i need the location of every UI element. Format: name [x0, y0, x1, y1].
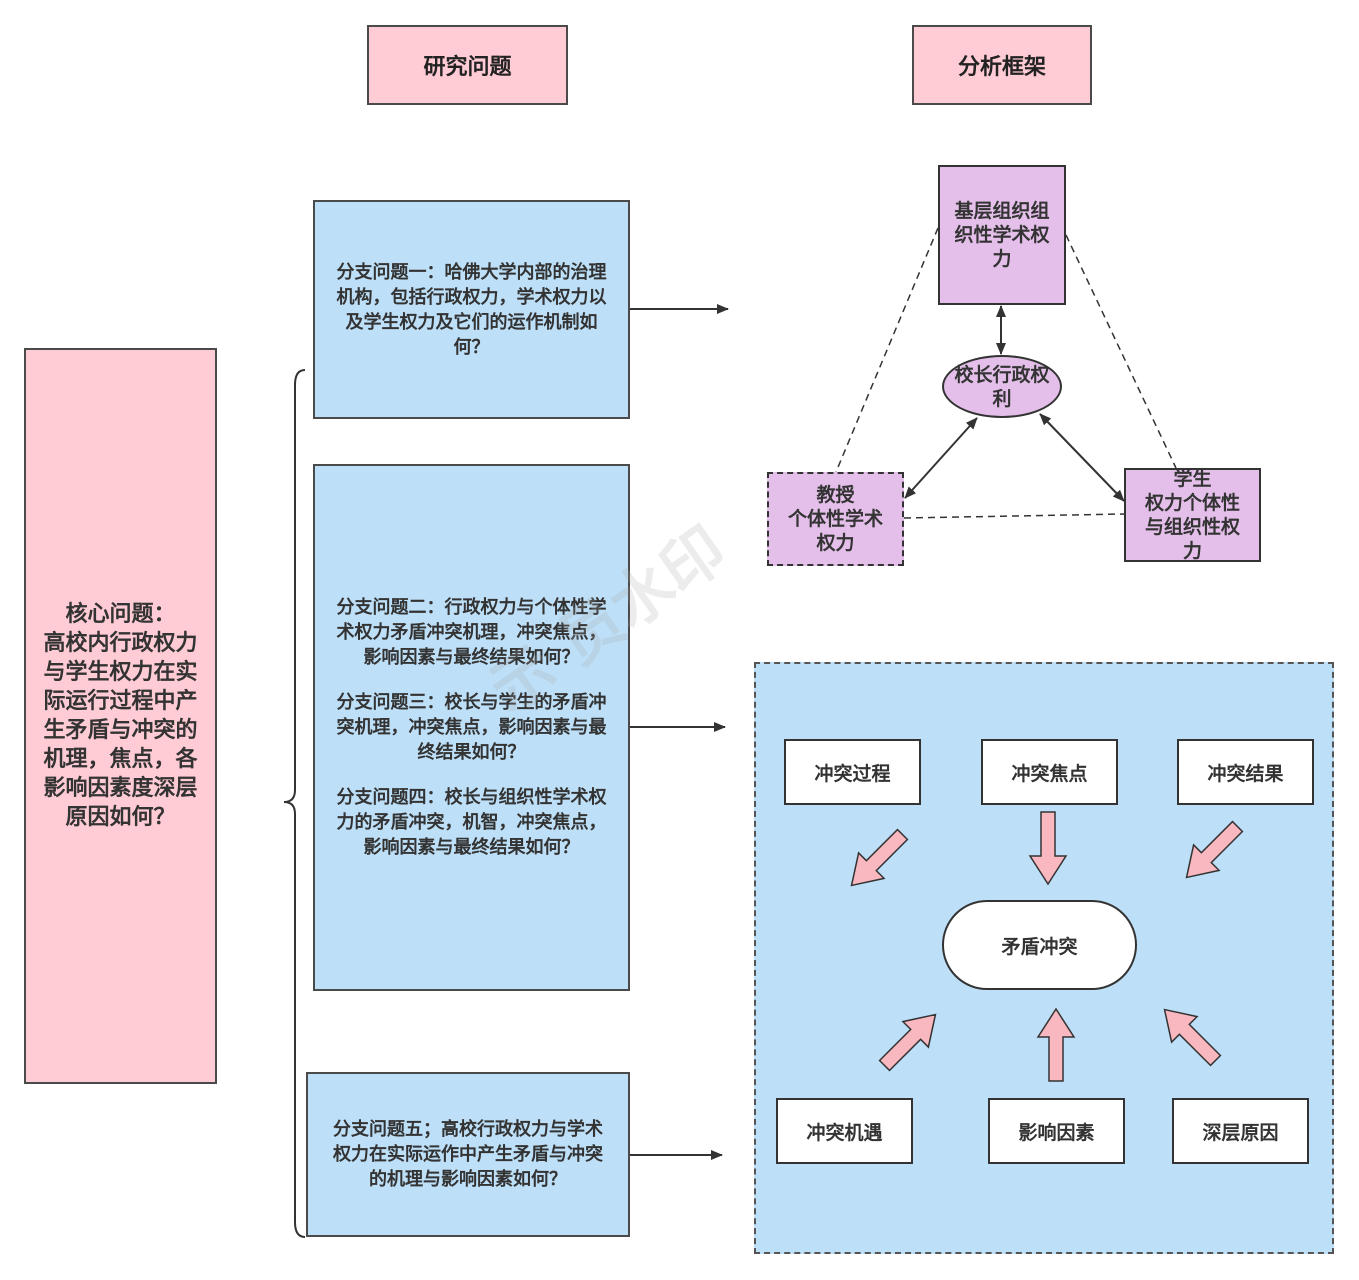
link-center-left — [904, 417, 978, 499]
dashed-top-left — [835, 227, 939, 473]
block-arrow-process-icon — [850, 828, 909, 887]
research-header: 研究问题 — [367, 25, 568, 105]
root-cause-node: 深层原因 — [1172, 1098, 1309, 1164]
branch-question-3: 分支问题三：校长与学生的矛盾冲 突机理，冲突焦点，影响因素与最 终结果如何？ — [336, 692, 607, 763]
contradiction-conflict-node: 矛盾冲突 — [942, 900, 1137, 990]
branch-question-2: 分支问题二：行政权力与个体性学 术权力矛盾冲突机理，冲突焦点， 影响因素与最终结… — [336, 597, 607, 668]
core-question-box: 核心问题： 高校内行政权力 与学生权力在实 际运行过程中产 生矛盾与冲突的 机理… — [24, 348, 217, 1084]
professor-academic-power-node: 教授 个体性学术 权力 — [767, 472, 904, 566]
block-arrow-focus-icon — [1028, 811, 1068, 886]
block-arrow-result-icon — [1185, 820, 1244, 879]
link-center-right — [1039, 413, 1125, 502]
dashed-top-right — [1065, 234, 1177, 469]
academic-power-org-node: 基层组织组 织性学术权 力 — [938, 165, 1066, 305]
student-power-node: 学生 权力个体性 与组织性权 力 — [1124, 468, 1261, 562]
branch-question-5: 分支问题五；高校行政权力与学术 权力在实际运作中产生矛盾与冲突 的机理与影响因素… — [306, 1072, 630, 1237]
branch-question-group-2-4: 分支问题二：行政权力与个体性学 术权力矛盾冲突机理，冲突焦点， 影响因素与最终结… — [313, 464, 630, 991]
influence-factors-node: 影响因素 — [988, 1098, 1125, 1164]
branch-question-4: 分支问题四：校长与组织性学术权 力的矛盾冲突，机智，冲突焦点， 影响因素与最终结… — [336, 787, 607, 858]
question-brace — [283, 369, 306, 1238]
framework-header: 分析框架 — [912, 25, 1092, 105]
conflict-opportunity-node: 冲突机遇 — [776, 1098, 913, 1164]
branch-question-1: 分支问题一：哈佛大学内部的治理 机构，包括行政权力，学术权力以 及学生权力及它们… — [313, 200, 630, 419]
conflict-process-node: 冲突过程 — [784, 739, 921, 805]
president-admin-power-node: 校长行政权 利 — [942, 355, 1062, 418]
conflict-result-node: 冲突结果 — [1177, 739, 1314, 805]
dashed-left-right — [903, 513, 1125, 519]
conflict-focus-node: 冲突焦点 — [981, 739, 1118, 805]
block-arrow-factors-icon — [1036, 1007, 1076, 1082]
block-arrow-opportunity-icon — [878, 1013, 937, 1072]
block-arrow-rootcause-icon — [1163, 1008, 1222, 1067]
